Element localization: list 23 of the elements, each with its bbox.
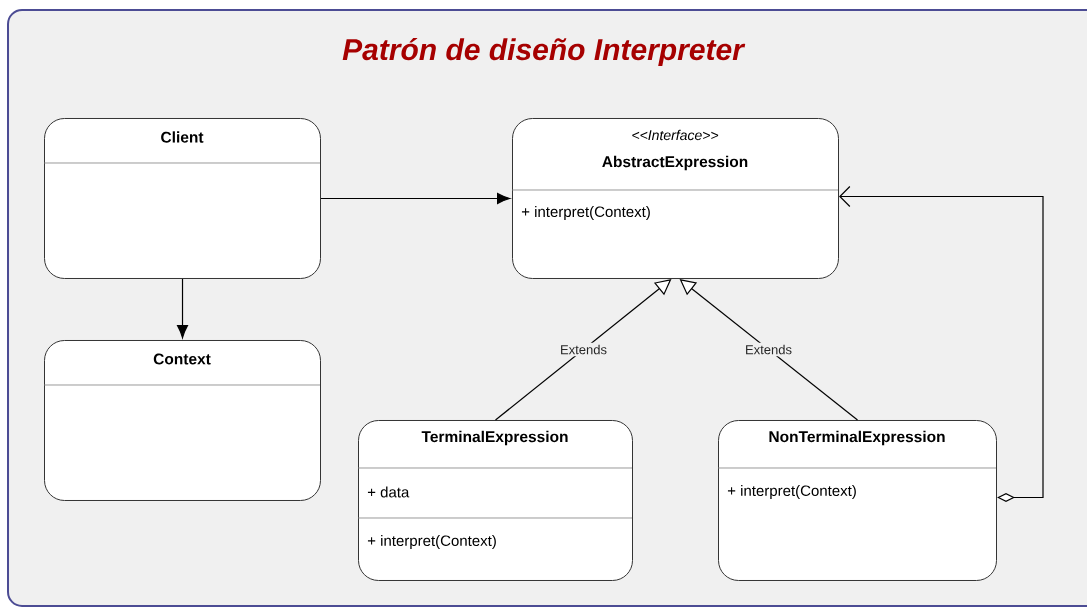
class-box	[357, 420, 633, 581]
class-name: Client	[161, 131, 204, 143]
member-text: + interpret(Context)	[727, 485, 856, 499]
inheritance-arrow	[494, 279, 672, 421]
aggregation-arrow	[839, 185, 1044, 502]
member-text: + interpret(Context)	[521, 206, 650, 220]
arrow	[177, 278, 189, 339]
class-box	[511, 118, 839, 279]
class-box	[717, 420, 997, 581]
class-box	[43, 340, 321, 501]
inheritance-arrow	[679, 279, 859, 421]
class-name: Context	[153, 353, 211, 365]
arrow	[320, 193, 511, 204]
edge-label: Extends	[561, 344, 607, 355]
title: Patrón de diseño Interpreter	[342, 37, 746, 67]
member-text: + interpret(Context)	[367, 535, 496, 549]
class-box	[43, 118, 321, 279]
stereotype-label: <<Interface>>	[632, 129, 719, 141]
member-text: + data	[367, 486, 410, 498]
class-name: TerminalExpression	[421, 430, 568, 446]
class-name: NonTerminalExpression	[769, 430, 945, 446]
edge-label: Extends	[746, 344, 792, 355]
class-name: AbstractExpression	[602, 155, 748, 171]
